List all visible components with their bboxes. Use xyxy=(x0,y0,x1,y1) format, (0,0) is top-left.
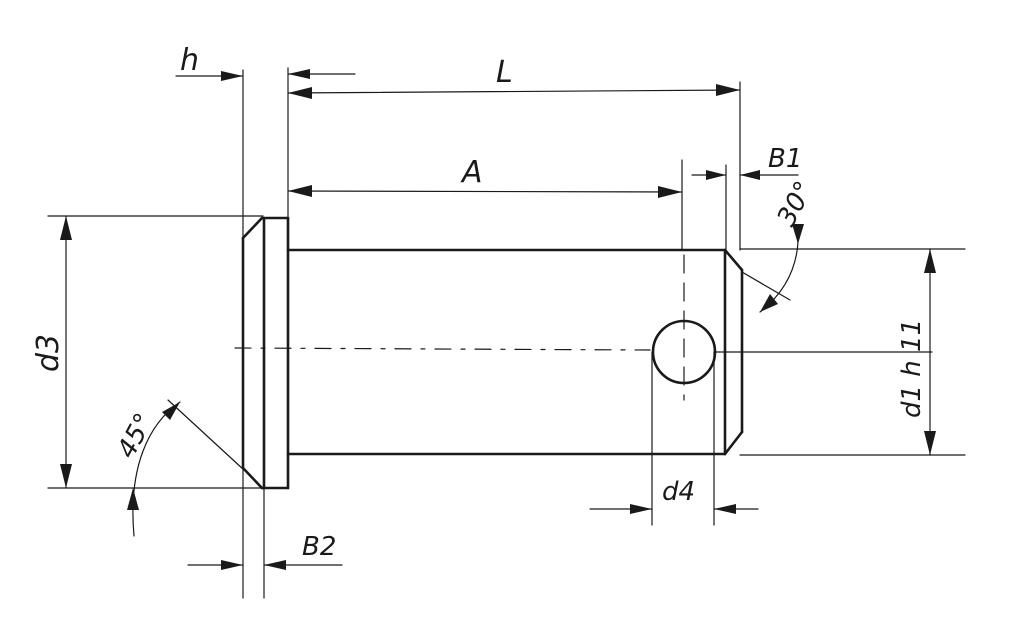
dimension-h: h xyxy=(175,43,356,81)
label-45deg: 45° xyxy=(112,409,160,464)
label-A: A xyxy=(460,155,483,190)
extension-lines xyxy=(47,67,966,599)
dimension-d3: d3 xyxy=(31,215,72,489)
label-d4: d4 xyxy=(662,477,695,507)
dimension-B1: B1 xyxy=(691,144,802,180)
label-d1: d1 h 11 xyxy=(897,319,927,418)
pin-body xyxy=(241,216,744,490)
dimension-d1: d1 h 11 xyxy=(897,248,936,456)
label-B2: B2 xyxy=(302,532,336,562)
label-L: L xyxy=(496,55,513,90)
label-B1: B1 xyxy=(768,144,802,174)
dimension-d4: d4 xyxy=(589,477,759,514)
label-30deg: 30° xyxy=(772,177,820,232)
dimension-45deg: 45° xyxy=(112,399,245,537)
label-h: h xyxy=(180,43,199,78)
dimension-L: L xyxy=(287,55,741,99)
center-lines xyxy=(234,254,933,401)
dimension-B2: B2 xyxy=(187,532,343,570)
dimension-30deg: 30° xyxy=(741,177,820,313)
label-d3: d3 xyxy=(31,334,66,372)
dimension-A: A xyxy=(287,155,683,198)
